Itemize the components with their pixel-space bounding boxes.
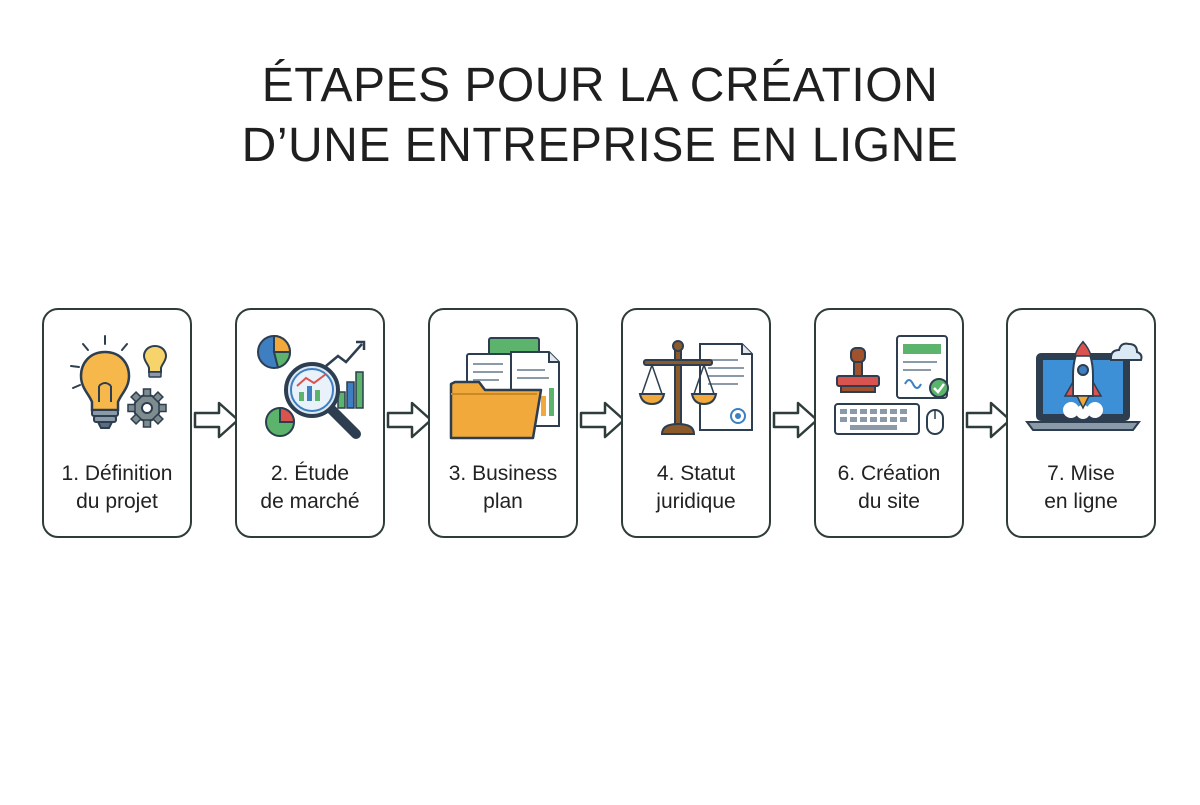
step-label: 1. Définition du projet	[61, 462, 173, 513]
page-title: ÉTAPES POUR LA CRÉATION D’UNE ENTREPRISE…	[0, 56, 1200, 176]
step-card-go-live: 7. Mise en ligne	[1006, 308, 1156, 538]
step-label: 2. Étude de marché	[260, 462, 360, 513]
step-card-site-creation: 6. Création du site	[814, 308, 964, 538]
legal-scales-icon	[638, 330, 758, 450]
title-line-2: D’UNE ENTREPRISE EN LIGNE	[241, 119, 959, 172]
folder-documents-icon	[445, 330, 565, 450]
arrow-right-icon	[772, 399, 820, 441]
step-card-business-plan: 3. Business plan	[428, 308, 578, 538]
step-card-legal-status: 4. Statut juridique	[621, 308, 771, 538]
website-stamp-icon	[831, 330, 951, 450]
arrow-right-icon	[386, 399, 434, 441]
title-line-1: ÉTAPES POUR LA CRÉATION	[261, 59, 939, 112]
arrow-right-icon	[193, 399, 241, 441]
lightbulb-gear-icon	[59, 330, 179, 450]
arrow-right-icon	[579, 399, 627, 441]
step-label: 7. Mise en ligne	[1044, 462, 1118, 513]
step-card-market-study: 2. Étude de marché	[235, 308, 385, 538]
market-analysis-icon	[252, 330, 372, 450]
step-label: 6. Création du site	[837, 462, 941, 513]
laptop-rocket-icon	[1023, 330, 1143, 450]
step-label: 3. Business plan	[448, 462, 558, 513]
arrow-right-icon	[965, 399, 1013, 441]
step-label: 4. Statut juridique	[656, 462, 736, 513]
step-card-definition: 1. Définition du projet	[42, 308, 192, 538]
